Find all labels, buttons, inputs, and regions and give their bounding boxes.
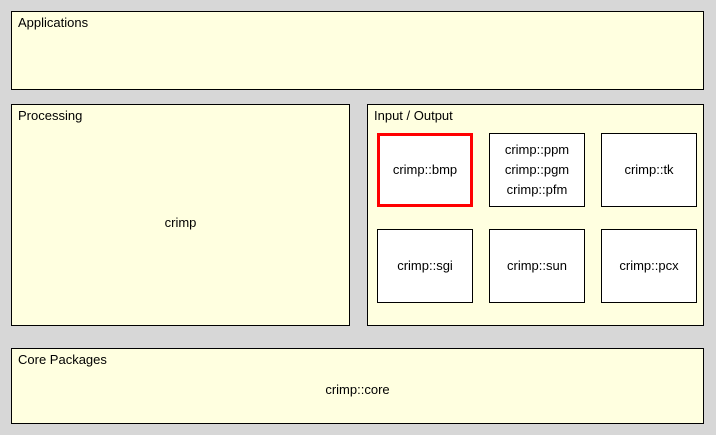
module-label-line: crimp::ppm: [504, 142, 570, 157]
module-label-line: crimp::sgi: [397, 258, 453, 273]
package-label-crimp[interactable]: crimp: [164, 215, 197, 230]
panel-core-packages[interactable]: Core Packages crimp::core: [11, 348, 704, 424]
module-crimp-sun[interactable]: crimp::sun: [489, 229, 585, 303]
module-crimp-pnm[interactable]: crimp::ppm crimp::pgm crimp::pfm: [489, 133, 585, 207]
module-crimp-sgi[interactable]: crimp::sgi: [377, 229, 473, 303]
module-label-line: crimp::bmp: [392, 162, 458, 177]
module-crimp-tk[interactable]: crimp::tk: [601, 133, 697, 207]
panel-processing-title: Processing: [18, 108, 83, 123]
panel-applications[interactable]: Applications: [11, 11, 704, 90]
module-label-line: crimp::sun: [507, 258, 567, 273]
panel-processing[interactable]: Processing crimp: [11, 104, 350, 326]
panel-applications-title: Applications: [18, 15, 89, 30]
module-label-line: crimp::pfm: [506, 182, 568, 197]
module-crimp-pcx[interactable]: crimp::pcx: [601, 229, 697, 303]
module-label-line: crimp::pcx: [619, 258, 679, 273]
panel-core-packages-title: Core Packages: [18, 352, 107, 367]
module-label-line: crimp::pgm: [504, 162, 570, 177]
panel-input-output[interactable]: Input / Output crimp::bmp crimp::ppm cri…: [367, 104, 704, 326]
module-label-line: crimp::tk: [624, 162, 674, 177]
package-label-crimp-core[interactable]: crimp::core: [325, 382, 390, 397]
panel-input-output-title: Input / Output: [374, 108, 453, 123]
module-crimp-bmp[interactable]: crimp::bmp: [377, 133, 473, 207]
